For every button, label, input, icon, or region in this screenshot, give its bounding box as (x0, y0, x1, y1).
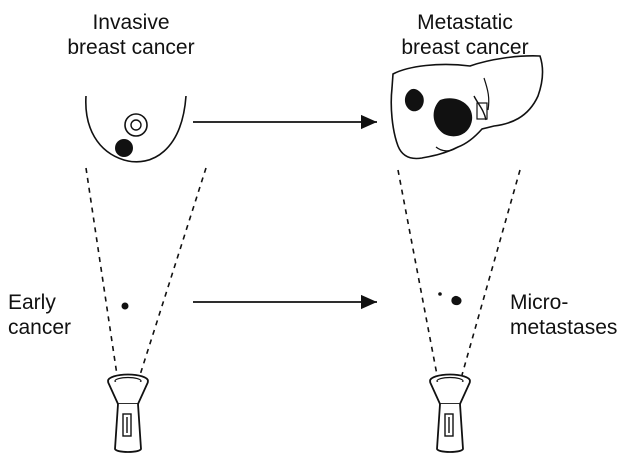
micrometastases-label: Micro- metastases (510, 290, 617, 340)
metastatic-breast-cancer-label: Metastatic breast cancer (390, 10, 540, 60)
flashlight-icon (108, 375, 148, 453)
metastatic-label-line2: breast cancer (390, 35, 540, 60)
breast-outline-icon (86, 96, 186, 162)
flashlight-icon (430, 375, 470, 453)
micro-label-line2: metastases (510, 315, 617, 340)
early-cancer-dot (122, 303, 129, 310)
micro-label-line1: Micro- (510, 290, 617, 315)
micrometastases-dots (438, 292, 461, 305)
invasive-label-line2: breast cancer (56, 35, 206, 60)
invasive-label-line1: Invasive (56, 10, 206, 35)
early-label-line2: cancer (8, 315, 71, 340)
metastatic-label-line1: Metastatic (390, 10, 540, 35)
left-light-beam (86, 168, 206, 375)
early-cancer-label: Early cancer (8, 290, 71, 340)
invasive-breast-cancer-label: Invasive breast cancer (56, 10, 206, 60)
early-label-line1: Early (8, 290, 71, 315)
breast-tumor (115, 139, 133, 157)
right-light-beam (398, 170, 520, 375)
liver-outline-icon (391, 56, 542, 159)
